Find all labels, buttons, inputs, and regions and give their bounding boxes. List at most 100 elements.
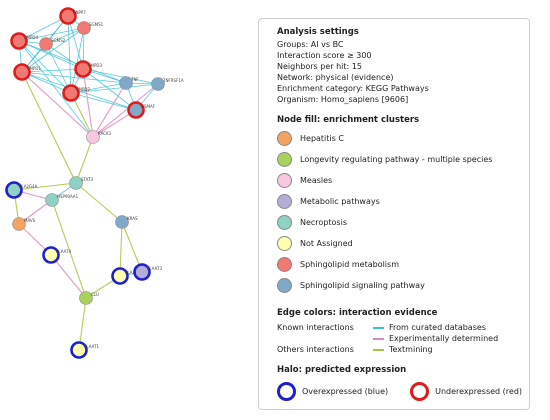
node-circle[interactable] bbox=[13, 63, 31, 81]
settings-line: Enrichment category: KEGG Pathways bbox=[277, 84, 429, 93]
cluster-swatch-icon bbox=[277, 194, 292, 209]
node-label: PLAAT4 bbox=[56, 249, 71, 254]
experimental-line-icon bbox=[373, 337, 384, 340]
node-mavs[interactable]: MAVS bbox=[12, 217, 36, 231]
edge-sgms1-smpd2 bbox=[70, 27, 85, 94]
edge-sgms1-sgms2 bbox=[45, 27, 85, 45]
node-hsp90aa1[interactable]: HSP90AA1 bbox=[45, 193, 79, 207]
node-circle[interactable] bbox=[59, 7, 77, 25]
node-label: CLU bbox=[91, 292, 99, 297]
cluster-swatch-icon bbox=[277, 257, 292, 272]
node-label: TNF bbox=[130, 77, 139, 82]
edge-curated-item: From curated databases bbox=[373, 322, 519, 333]
node-smpd3[interactable]: SMPD3 bbox=[74, 60, 103, 78]
node-plaat4[interactable]: PLAAT4 bbox=[42, 246, 72, 264]
node-circle[interactable] bbox=[5, 181, 23, 199]
textmining-label: Textmining bbox=[389, 345, 433, 354]
node-circle[interactable] bbox=[133, 263, 151, 281]
node-enpp7[interactable]: ENPP7 bbox=[59, 7, 87, 25]
node-circle[interactable] bbox=[39, 37, 53, 51]
node-circle[interactable] bbox=[42, 246, 60, 264]
node-label: PLAAT2 bbox=[125, 270, 140, 275]
edge-sgms2-smpd2 bbox=[45, 43, 72, 94]
edge-smpd4-smpd3 bbox=[18, 40, 84, 70]
node-circle[interactable] bbox=[70, 341, 88, 359]
node-fill-title: Node fill: enrichment clusters bbox=[277, 115, 420, 125]
node-clu[interactable]: CLU bbox=[79, 291, 99, 305]
node-rack1[interactable]: RACK1 bbox=[86, 130, 112, 144]
node-sgms2[interactable]: SGMS2 bbox=[39, 37, 66, 51]
cluster-swatch-icon bbox=[277, 236, 292, 251]
settings-title: Analysis settings bbox=[277, 27, 359, 37]
node-tnfrsf1a[interactable]: TNFRSF1A bbox=[151, 77, 184, 91]
node-circle[interactable] bbox=[77, 21, 91, 35]
node-circle[interactable] bbox=[69, 176, 83, 190]
node-circle[interactable] bbox=[10, 32, 28, 50]
edge-experimental-item: Experimentally determined bbox=[373, 333, 519, 344]
node-pla2g4a[interactable]: PLA2G4A bbox=[5, 181, 38, 199]
cluster-label: Longevity regulating pathway - multiple … bbox=[300, 155, 493, 164]
node-smpd4[interactable]: SMPD4 bbox=[10, 32, 39, 50]
node-label: MAVS bbox=[24, 218, 36, 223]
edge-hsp90aa1-mavs bbox=[18, 199, 53, 225]
edge-smpd1-smpd2 bbox=[21, 71, 72, 94]
node-nsmaf[interactable]: NSMAF bbox=[127, 101, 156, 119]
cluster-item: Sphingolipid signaling pathway bbox=[277, 275, 519, 296]
node-label: PLAAT3 bbox=[147, 266, 162, 271]
node-circle[interactable] bbox=[115, 215, 129, 229]
edge-smpd2-tnf bbox=[70, 82, 127, 94]
node-circle[interactable] bbox=[111, 267, 129, 285]
cluster-label: Necroptosis bbox=[300, 218, 347, 227]
node-label: RACK1 bbox=[98, 131, 112, 136]
node-label: KRAS bbox=[127, 216, 138, 221]
node-circle[interactable] bbox=[79, 291, 93, 305]
edge-enpp7-smpd3 bbox=[67, 15, 84, 70]
node-circle[interactable] bbox=[127, 101, 145, 119]
node-circle[interactable] bbox=[45, 193, 59, 207]
cluster-label: Sphingolipid signaling pathway bbox=[300, 281, 425, 290]
node-kras[interactable]: KRAS bbox=[115, 215, 138, 229]
edge-tnf-rack1 bbox=[92, 82, 127, 138]
cluster-swatch-icon bbox=[277, 278, 292, 293]
red-halo-icon bbox=[410, 382, 430, 401]
node-smpd1[interactable]: SMPD1 bbox=[13, 63, 42, 81]
settings-line: Neighbors per hit: 15 bbox=[277, 62, 362, 71]
settings-line: Network: physical (evidence) bbox=[277, 73, 394, 82]
cluster-label: Not Assigned bbox=[300, 239, 353, 248]
edge-smpd2-tnfrsf1a bbox=[70, 83, 159, 94]
node-circle[interactable] bbox=[12, 217, 26, 231]
legend-panel: Analysis settings Groups: AI vs BC Inter… bbox=[258, 18, 530, 410]
node-label: SMPD4 bbox=[24, 35, 38, 40]
cluster-label: Hepatitis C bbox=[300, 134, 344, 143]
node-circle[interactable] bbox=[119, 76, 133, 90]
node-circle[interactable] bbox=[86, 130, 100, 144]
edge-smpd4-rack1 bbox=[18, 40, 94, 138]
node-sgms1[interactable]: SGMS1 bbox=[77, 21, 104, 35]
node-label: SMPD3 bbox=[88, 63, 102, 68]
node-fill-legend: Node fill: enrichment clusters Hepatitis… bbox=[277, 115, 519, 296]
halo-under-item: Underexpressed (red) bbox=[410, 382, 522, 401]
edge-smpd3-nsmaf bbox=[82, 68, 137, 111]
node-label: STAT3 bbox=[81, 177, 94, 182]
node-circle[interactable] bbox=[74, 60, 92, 78]
halo-over-item: Overexpressed (blue) bbox=[277, 382, 388, 401]
node-label: SGMS2 bbox=[51, 38, 66, 43]
analysis-settings: Analysis settings Groups: AI vs BC Inter… bbox=[277, 27, 519, 105]
node-circle[interactable] bbox=[62, 84, 80, 102]
edge-smpd4-smpd2 bbox=[18, 40, 72, 94]
node-plaat1[interactable]: PLAAT1 bbox=[70, 341, 100, 359]
node-smpd2[interactable]: SMPD2 bbox=[62, 84, 91, 102]
node-circle[interactable] bbox=[151, 77, 165, 91]
node-plaat2[interactable]: PLAAT2 bbox=[111, 267, 141, 285]
edge-smpd1-smpd3 bbox=[21, 68, 84, 73]
experimental-label: Experimentally determined bbox=[389, 334, 499, 343]
node-stat3[interactable]: STAT3 bbox=[69, 176, 94, 190]
node-plaat3[interactable]: PLAAT3 bbox=[133, 263, 163, 281]
edge-legend: Edge colors: interaction evidence Known … bbox=[277, 308, 519, 355]
node-label: TNFRSF1A bbox=[162, 78, 184, 83]
node-label: ENPP7 bbox=[73, 10, 86, 15]
node-tnf[interactable]: TNF bbox=[119, 76, 140, 90]
curated-line-icon bbox=[373, 326, 384, 329]
